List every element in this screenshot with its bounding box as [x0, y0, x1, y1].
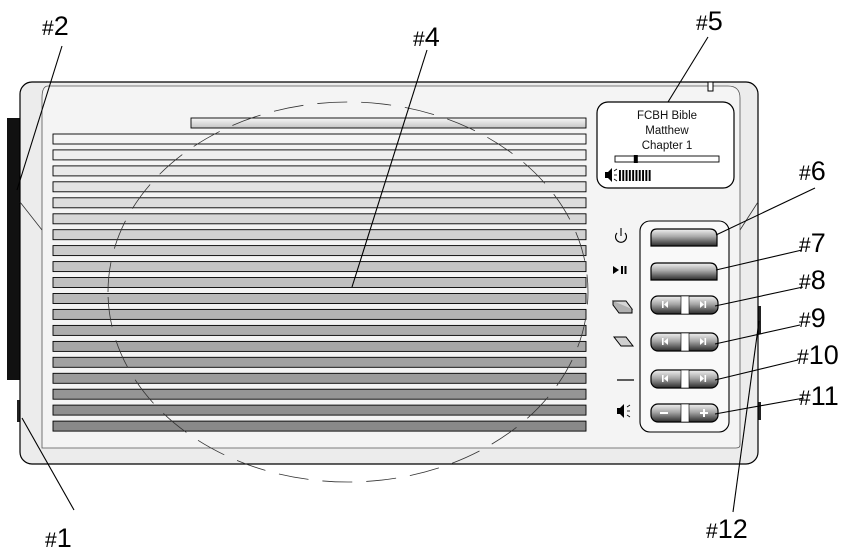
callout-label-1: #1 — [45, 523, 72, 553]
volume-bar — [625, 170, 628, 181]
callout-label-8: #8 — [799, 265, 826, 295]
callout-label-2: #2 — [42, 11, 69, 41]
grille-slat — [52, 324, 587, 336]
grille-slat — [52, 277, 587, 288]
callout-label-10: #10 — [797, 340, 839, 370]
power-icon — [614, 228, 628, 243]
volume-bar — [619, 170, 621, 181]
verse-skip-button[interactable] — [650, 369, 719, 389]
volume-bar — [635, 170, 638, 181]
speaker-grille — [52, 117, 587, 432]
volume-button[interactable] — [650, 403, 719, 423]
volume-bar — [628, 170, 631, 181]
skip-back-icon — [662, 338, 668, 345]
skip-back-icon — [662, 375, 668, 382]
lcd-display — [596, 101, 735, 189]
grille-slat — [52, 165, 587, 177]
plus-icon — [700, 409, 708, 417]
minus-icon — [660, 412, 668, 414]
callout-label-4: #4 — [413, 22, 440, 52]
chapter-skip-button[interactable] — [650, 332, 719, 352]
volume-bar — [622, 170, 625, 181]
progress-track — [614, 155, 720, 163]
grille-slat — [52, 133, 587, 145]
bezel-line — [739, 201, 759, 231]
grille-slat — [52, 308, 587, 320]
progress-thumb — [633, 155, 638, 163]
grille-slat — [52, 181, 587, 193]
skip-forward-icon — [700, 301, 707, 308]
callout-label-5: #5 — [696, 6, 723, 36]
grille-slat — [190, 117, 587, 129]
grille-slat — [52, 149, 587, 161]
volume-bars — [619, 170, 651, 181]
grille-slat — [52, 245, 587, 257]
speaker-outline — [107, 101, 589, 483]
volume-bar — [648, 170, 651, 181]
callout-label-9: #9 — [799, 303, 826, 333]
leader-lines — [16, 36, 816, 513]
grille-slat — [52, 388, 587, 400]
grille-slat — [52, 372, 587, 384]
grille-slat — [52, 340, 587, 352]
grille-slat — [52, 420, 587, 432]
display-line3: Chapter 1 — [642, 140, 693, 152]
book-skip-button[interactable] — [650, 295, 719, 315]
control-panel — [639, 220, 730, 433]
book-icon — [612, 300, 633, 314]
speaker-icon — [617, 404, 624, 418]
bezel-line — [19, 201, 43, 231]
callout-label-6: #6 — [799, 156, 826, 186]
display-line1: FCBH Bible — [637, 110, 697, 122]
volume-bar — [638, 170, 641, 181]
callout-label-12: #12 — [706, 514, 748, 544]
skip-forward-icon — [700, 338, 707, 345]
grille-slat — [52, 356, 587, 368]
display-line2: Matthew — [645, 125, 689, 137]
volume-bar — [632, 170, 635, 181]
power-button[interactable] — [650, 228, 718, 247]
chapter-icon — [612, 336, 635, 347]
indicator-light — [707, 81, 714, 92]
grille-slat — [52, 404, 587, 416]
grille-slat — [52, 293, 587, 304]
side-strap — [7, 118, 20, 380]
grille-slat — [52, 229, 587, 241]
grille-slat — [52, 197, 587, 209]
callout-label-11: #11 — [799, 381, 839, 411]
grille-slat — [52, 261, 587, 273]
display-speaker-icon — [605, 168, 612, 182]
callout-label-7: #7 — [799, 228, 826, 258]
grille-slat — [52, 213, 587, 225]
volume-bar — [642, 170, 644, 181]
skip-forward-icon — [700, 375, 707, 382]
skip-back-icon — [662, 301, 668, 308]
play-pause-icon — [613, 266, 627, 274]
volume-bar — [645, 170, 648, 181]
play-pause-button[interactable] — [650, 262, 718, 281]
